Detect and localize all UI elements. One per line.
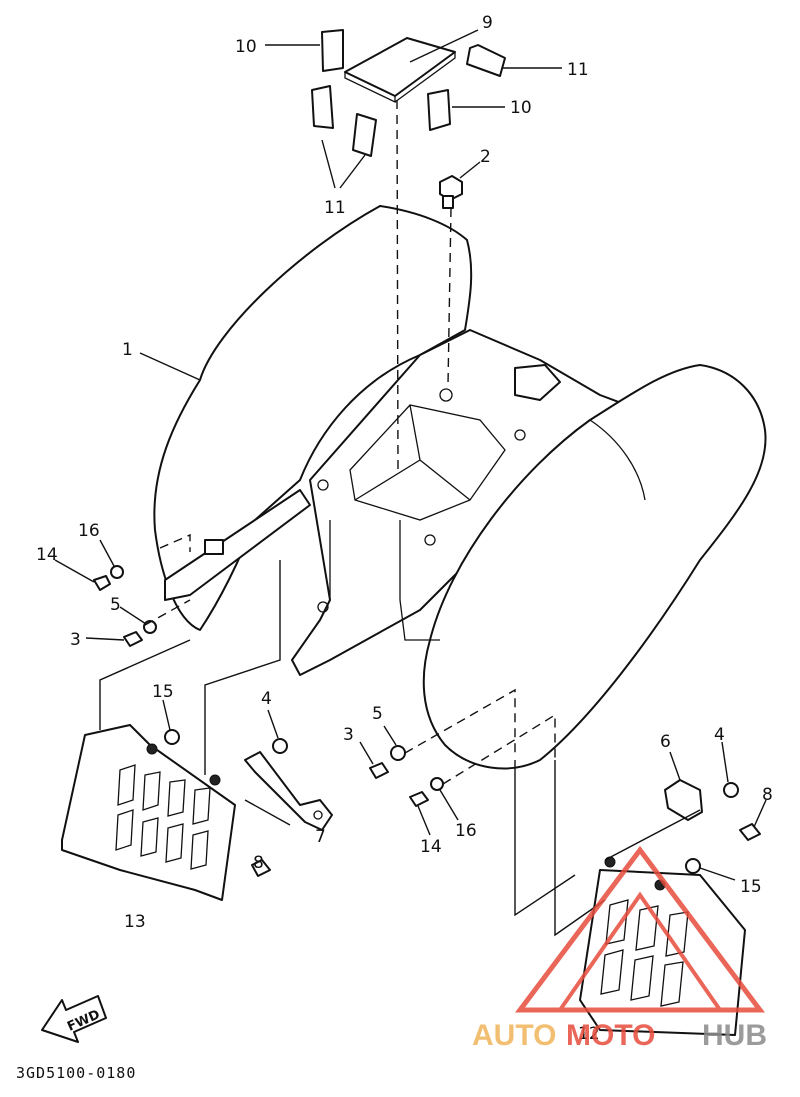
fwd-arrow: FWD: [41, 995, 107, 1043]
callout-15-right: 15: [740, 877, 762, 897]
callout-5-left: 5: [110, 595, 121, 615]
callout-3-right: 3: [343, 725, 354, 745]
part-11-pad-left-a: [311, 85, 334, 129]
callout-6: 6: [660, 732, 671, 752]
callout-14-left: 14: [36, 545, 58, 565]
watermark-auto: AUTO: [472, 1019, 556, 1052]
part-11-pad-left-b: [352, 113, 377, 157]
callout-10-top: 10: [235, 37, 257, 57]
callout-9: 9: [482, 13, 493, 33]
callout-13: 13: [124, 912, 146, 932]
part-1-rear-fender: [153, 205, 767, 770]
callout-labels: 9 10 11 10 11 2 1 16 14 5 3 15 4 7 8 13 …: [36, 13, 773, 1044]
callout-15-left: 15: [152, 682, 174, 702]
callout-4-left: 4: [261, 689, 272, 709]
callout-16-right: 16: [455, 821, 477, 841]
callout-8-right: 8: [762, 785, 773, 805]
callout-11-left: 11: [324, 198, 346, 218]
callout-5-right: 5: [372, 704, 383, 724]
callout-12: 12: [578, 1024, 600, 1044]
watermark-hub: HUB: [702, 1019, 767, 1052]
callout-11-right: 11: [567, 60, 589, 80]
callout-1: 1: [122, 340, 133, 360]
part-9-pad: [344, 37, 456, 104]
callout-10-right: 10: [510, 98, 532, 118]
callout-4-right: 4: [714, 725, 725, 745]
callout-7: 7: [315, 827, 326, 847]
part-7-bracket: [244, 751, 333, 831]
callout-8-left: 8: [253, 853, 264, 873]
part-10-pad-left: [321, 29, 344, 72]
part-12-right-mudguard: [579, 856, 746, 1036]
part-2-bolt: [439, 175, 463, 209]
watermark-moto: MOTO: [566, 1019, 655, 1052]
callout-3-left: 3: [70, 630, 81, 650]
part-11-pad-right: [466, 44, 506, 77]
part-10-pad-right: [427, 89, 451, 131]
diagram-code: 3GD5100-0180: [16, 1064, 136, 1082]
callout-16-left: 16: [78, 521, 100, 541]
callout-14-right: 14: [420, 837, 442, 857]
part-13-left-mudguard: [61, 724, 236, 901]
leader-lines: [54, 29, 767, 881]
part-6-bracket: [664, 779, 703, 821]
watermark-logo: AUTO MOTO HUB: [472, 845, 767, 1052]
assembly-lines: [99, 99, 701, 937]
callout-2: 2: [480, 147, 491, 167]
